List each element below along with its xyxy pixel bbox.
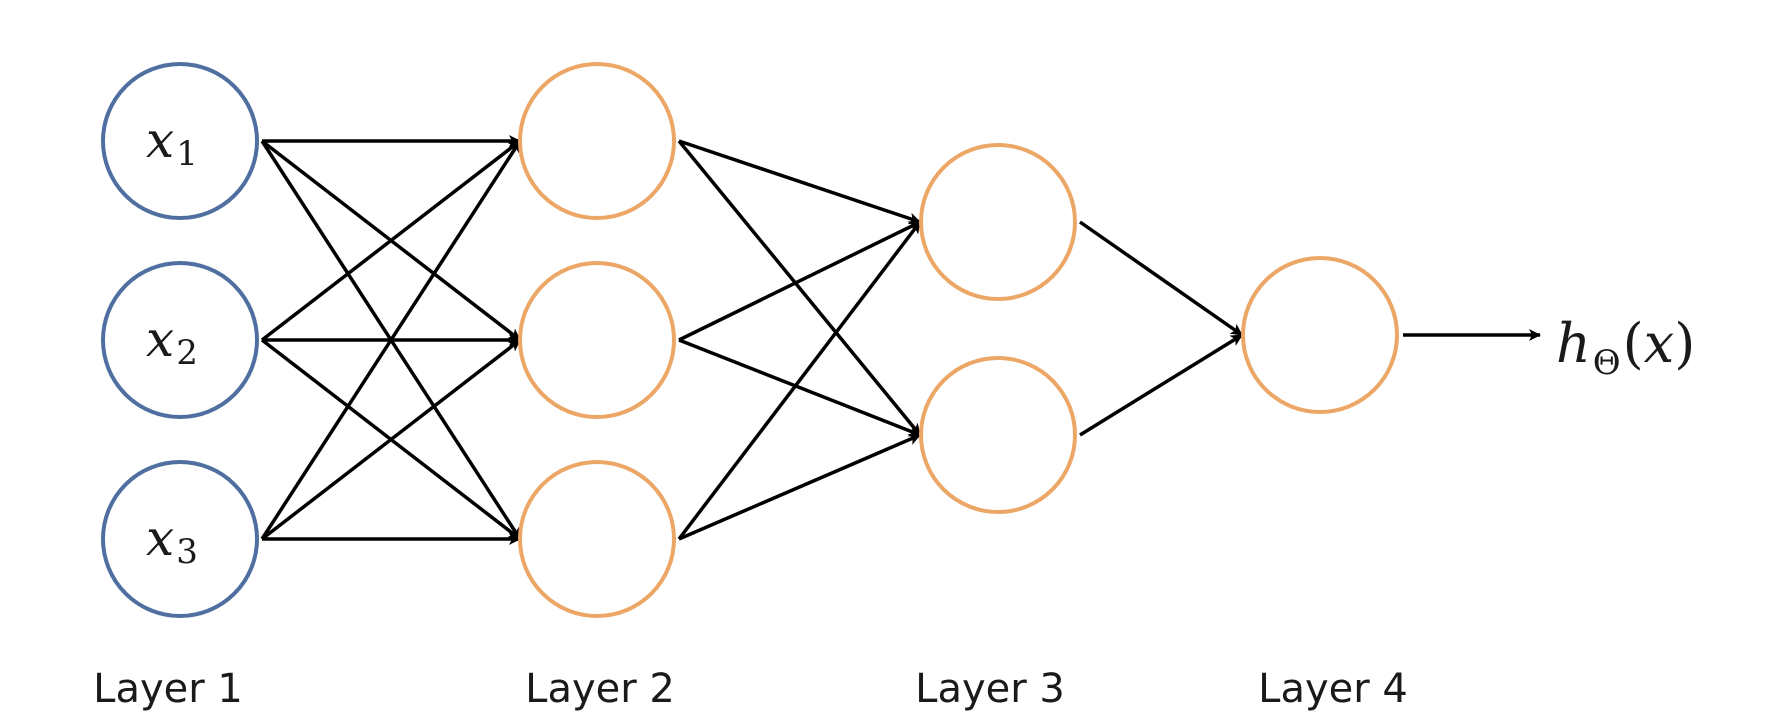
svg-text:x1: x1 bbox=[146, 111, 198, 174]
layer-label-1: Layer 1 bbox=[93, 666, 243, 712]
layer2-node-3 bbox=[518, 460, 676, 618]
edge-l3n1-to-l4n1 bbox=[1078, 220, 1244, 337]
svg-text:x3: x3 bbox=[146, 509, 198, 572]
edge-l2n2-to-l3n2 bbox=[678, 338, 921, 437]
layer-label-4: Layer 4 bbox=[1258, 666, 1408, 712]
edge-l2n1-to-l3n2 bbox=[677, 139, 922, 437]
edge-l2n2-to-l3n1 bbox=[678, 220, 921, 342]
svg-text:x2: x2 bbox=[146, 310, 198, 373]
edge-l1n3-to-l2n2 bbox=[260, 338, 522, 541]
layer-label-3: Layer 3 bbox=[915, 666, 1065, 712]
output-label: hΘ(x) bbox=[1556, 312, 1695, 383]
edge-l2n1-to-l3n1 bbox=[678, 139, 921, 225]
edge-l2n3-to-l3n2 bbox=[678, 433, 921, 541]
edge-l3n2-to-l4n1 bbox=[1079, 333, 1243, 437]
input-node-x3: x3 bbox=[101, 460, 259, 618]
edge-l1n2-to-l2n1 bbox=[260, 139, 522, 342]
layer4-node-1 bbox=[1241, 256, 1399, 414]
layer2-node-2 bbox=[518, 261, 676, 419]
layer3-node-2 bbox=[919, 356, 1077, 514]
layer3-node-1 bbox=[919, 143, 1077, 301]
layer2-node-1 bbox=[518, 62, 676, 220]
layer-label-2: Layer 2 bbox=[525, 666, 675, 712]
input-node-x2: x2 bbox=[101, 261, 259, 419]
edge-l1n3-to-l2n1 bbox=[260, 140, 522, 540]
edge-l2n3-to-l3n1 bbox=[677, 220, 922, 541]
connections bbox=[260, 135, 1541, 545]
input-node-x1: x1 bbox=[101, 62, 259, 220]
